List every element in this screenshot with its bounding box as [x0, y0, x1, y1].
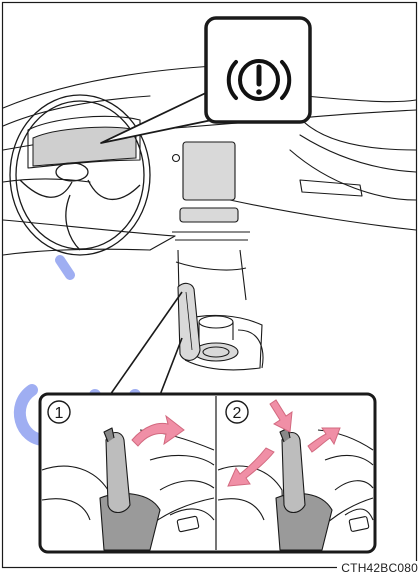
detail-pointer-lines: [110, 292, 182, 395]
step-1-number: 1: [55, 405, 64, 422]
step-2-number: 2: [233, 405, 242, 422]
steering-wheel: [10, 95, 150, 255]
figure-code: CTH42BC080: [337, 561, 420, 576]
